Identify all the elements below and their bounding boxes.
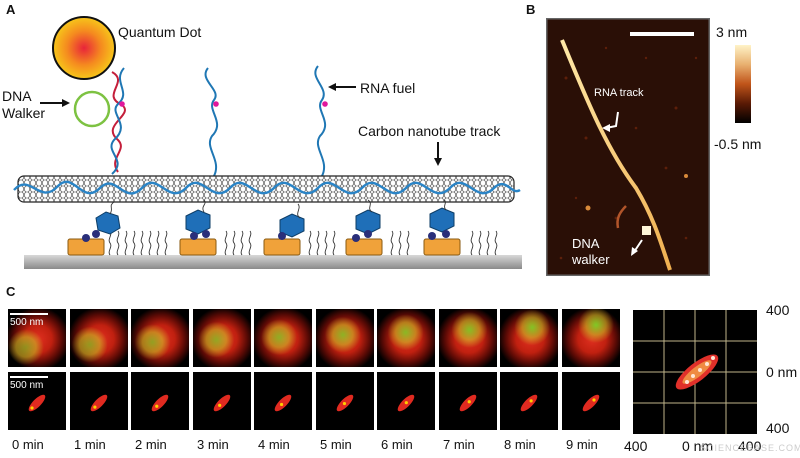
rna-track-label: RNA track (594, 87, 644, 99)
rna-fuel-label: RNA fuel (360, 80, 416, 96)
track-y-top: 400 (766, 302, 790, 318)
fluorescence-tile (131, 309, 189, 367)
track-y-bottom: 400 (766, 420, 790, 436)
time-label: 5 min (320, 437, 352, 452)
fluorescence-tile (439, 309, 497, 367)
time-label: 0 min (12, 437, 44, 452)
scalebar-label-bottom: 500 nm (10, 380, 44, 391)
fluorescence-tile (254, 309, 312, 367)
trajectory-tile (500, 372, 558, 430)
dna-walker-label-line1: DNA (2, 88, 32, 104)
fluorescence-tile (70, 309, 128, 367)
trajectory-tile (254, 372, 312, 430)
track-label: Carbon nanotube track (358, 123, 501, 139)
fluorescence-tile (562, 309, 620, 367)
quantum-dot-label: Quantum Dot (118, 24, 202, 40)
quantum-dot (52, 16, 116, 80)
time-label: 6 min (381, 437, 413, 452)
scalebar-top (10, 313, 48, 315)
dna-walker-ring (73, 90, 111, 128)
trajectory-tile (562, 372, 620, 430)
panel-b-letter: B (526, 2, 536, 17)
time-label: 8 min (504, 437, 536, 452)
trajectory-tile (8, 372, 66, 430)
scalebar-bottom (10, 376, 48, 378)
panel-a-diagram (13, 16, 522, 269)
scalebar-label-top: 500 nm (10, 317, 44, 328)
colorbar-max-label: 3 nm (716, 24, 748, 40)
time-label: 4 min (258, 437, 290, 452)
time-label: 9 min (566, 437, 598, 452)
afm-image (546, 18, 710, 276)
trajectory-tile (439, 372, 497, 430)
trajectory-tile (316, 372, 374, 430)
substrate (24, 255, 522, 269)
time-label: 2 min (135, 437, 167, 452)
time-label: 3 min (197, 437, 229, 452)
trajectory-tile (193, 372, 251, 430)
fluorescence-tile (500, 309, 558, 367)
watermark: SCIENCEBASE.COM (700, 443, 800, 453)
panel-c-letter: C (6, 284, 16, 299)
trajectory-tile (131, 372, 189, 430)
panel-a-letter: A (6, 2, 16, 17)
fluorescence-tile (377, 309, 435, 367)
colorbar-min-label: -0.5 nm (714, 136, 762, 152)
trajectory-tile (377, 372, 435, 430)
track-x-left: 400 (624, 438, 648, 454)
dna-walker-label-line2: Walker (2, 105, 46, 121)
carbon-nanotube (17, 175, 515, 203)
time-label: 1 min (74, 437, 106, 452)
track-x-right: 400 (738, 438, 762, 454)
dna-walker-afm-line2: walker (572, 252, 610, 267)
height-colorbar (735, 45, 751, 123)
time-label: 7 min (443, 437, 475, 452)
track-y-mid: 0 nm (766, 364, 798, 380)
fluorescence-tile (316, 309, 374, 367)
fluorescence-tile (8, 309, 66, 367)
track-x-mid: 0 nm (682, 438, 714, 454)
trajectory-tile (70, 372, 128, 430)
fluorescence-tile (193, 309, 251, 367)
dna-walker-afm-line1: DNA (572, 236, 600, 251)
tracking-plot (633, 310, 757, 434)
